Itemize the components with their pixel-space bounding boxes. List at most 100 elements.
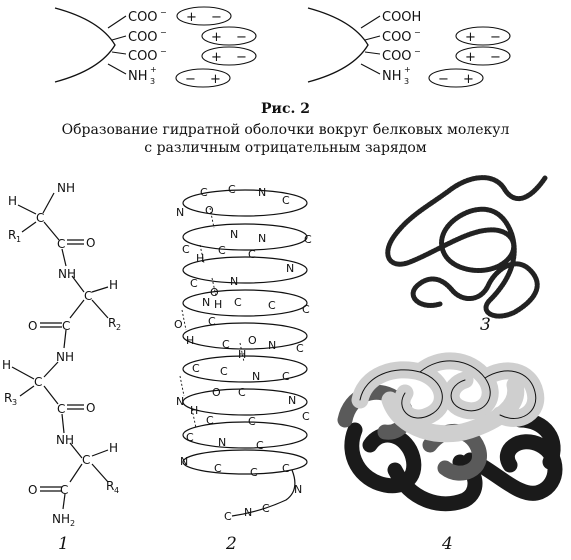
helix-c-8: C — [190, 277, 198, 290]
primary-c-4: C — [62, 319, 70, 333]
right-group-3: COO — [382, 49, 412, 64]
primary-c-3: C — [84, 289, 92, 303]
structure-number-3: 3 — [480, 315, 491, 335]
right-shell-3-b: + — [463, 72, 474, 87]
primary-o-1: O — [86, 236, 95, 250]
left-group-4: NH — [128, 69, 148, 84]
left-shell-3-b: − — [236, 50, 247, 65]
right-group-3-charge: − — [414, 47, 421, 56]
primary-nh2: NH — [52, 512, 70, 526]
helix-c-17: C — [282, 370, 290, 383]
helix-c-16: C — [220, 365, 228, 378]
helix-h-4: H — [238, 348, 246, 361]
helix-c-11: C — [302, 303, 310, 316]
helix-n-6: N — [230, 275, 238, 288]
left-group-1: COO — [128, 10, 158, 25]
helix-c-22: C — [186, 431, 194, 444]
primary-h-4: H — [109, 441, 118, 455]
left-hydrate-shell-2: + − — [201, 26, 257, 46]
left-hydrate-shell-3: + − — [201, 46, 257, 66]
primary-nh2-sub: 2 — [70, 519, 75, 528]
helix-h-3: H — [186, 334, 194, 347]
left-hydrate-shell-1: + − — [176, 6, 232, 26]
helix-n-7: N — [202, 296, 210, 309]
helix-n-3: N — [230, 228, 238, 241]
primary-o-2: O — [28, 319, 37, 333]
right-hydrate-shell-2: + − — [455, 46, 511, 66]
right-group-4-sub: 3 — [404, 77, 409, 86]
structure-number-1: 1 — [58, 534, 69, 554]
helix-atoms: N C C N C O N N C C H C C N C N O N H C … — [174, 183, 312, 523]
helix-c-2: C — [228, 183, 236, 196]
left-group-2: COO — [128, 30, 158, 45]
helix-c-15: C — [192, 362, 200, 375]
primary-c-6: C — [57, 402, 65, 416]
helix-n-10: N — [176, 395, 184, 408]
right-hydrate-shell-1: + − — [455, 26, 511, 46]
helix-c-21: C — [302, 410, 310, 423]
primary-c-8: C — [60, 483, 68, 497]
primary-nh-top: NH — [57, 181, 75, 195]
helix-c-12: C — [208, 315, 216, 328]
primary-r4: R — [106, 479, 114, 493]
helix-n-15: N — [244, 506, 252, 519]
right-hydrate-shell-3: − + — [428, 68, 484, 88]
primary-r3: R — [4, 391, 12, 405]
helix-c-14: C — [296, 342, 304, 355]
helix-n-9: N — [252, 370, 260, 383]
helix-n-1: N — [176, 206, 184, 219]
right-shell-2-b: − — [490, 50, 501, 65]
tertiary-coil — [385, 175, 548, 319]
primary-h-1: H — [8, 194, 17, 208]
helix-c-4: C — [304, 233, 312, 246]
helix-c-9: C — [234, 296, 242, 309]
primary-nh-2: NH — [58, 267, 76, 281]
primary-r4-sub: 4 — [114, 486, 119, 495]
primary-r1: R — [8, 228, 16, 242]
right-protein-surface — [307, 7, 381, 83]
right-shell-2-a: + — [465, 50, 476, 65]
helix-c-19: C — [206, 414, 214, 427]
helix-n-2: N — [258, 186, 266, 199]
left-group-3-charge: − — [160, 47, 167, 56]
helix-n-11: N — [288, 394, 296, 407]
right-group-1: COOH — [382, 10, 421, 25]
primary-structure: NH H C R 1 C O NH C H R 2 O C NH H C R 3… — [2, 181, 121, 528]
helix-n-4: N — [258, 232, 266, 245]
right-group-4-charge: + — [404, 65, 411, 74]
caption-line-2: с различным отрицательным зарядом — [144, 140, 427, 156]
left-hydrate-shell-4: − + — [175, 68, 231, 88]
helix-c-7: C — [248, 248, 256, 261]
primary-o-3: O — [86, 401, 95, 415]
primary-c-7: C — [82, 453, 90, 467]
helix-h-2: H — [214, 298, 222, 311]
helix-o-3: O — [174, 318, 183, 331]
helix-hydrogen-bonds — [179, 207, 245, 429]
primary-h-3: H — [2, 358, 11, 372]
helix-o-5: O — [212, 386, 221, 399]
primary-o-4: O — [28, 483, 37, 497]
left-shell-1-b: − — [211, 10, 222, 25]
helix-n-12: N — [218, 436, 226, 449]
right-group-2-charge: − — [414, 28, 421, 37]
helix-c-18: C — [238, 386, 246, 399]
helix-h-1: H — [196, 252, 204, 265]
left-shell-1-a: + — [186, 10, 197, 25]
helix-c-24: C — [214, 462, 222, 475]
primary-r1-sub: 1 — [16, 235, 21, 244]
primary-c-1: C — [36, 211, 44, 225]
right-group-2: COO — [382, 30, 412, 45]
helix-o-4: O — [248, 334, 257, 347]
structure-number-2: 2 — [225, 534, 237, 554]
primary-r3-sub: 3 — [12, 398, 17, 407]
helix-n-13: N — [180, 455, 188, 468]
primary-nh-3: NH — [56, 350, 74, 364]
right-shell-1-b: − — [490, 30, 501, 45]
left-group-4-charge: + — [150, 65, 157, 74]
helix-c-13: C — [222, 338, 230, 351]
helix-o-2: O — [210, 286, 219, 299]
primary-nh-4: NH — [56, 433, 74, 447]
helix-c-5: C — [182, 243, 190, 256]
